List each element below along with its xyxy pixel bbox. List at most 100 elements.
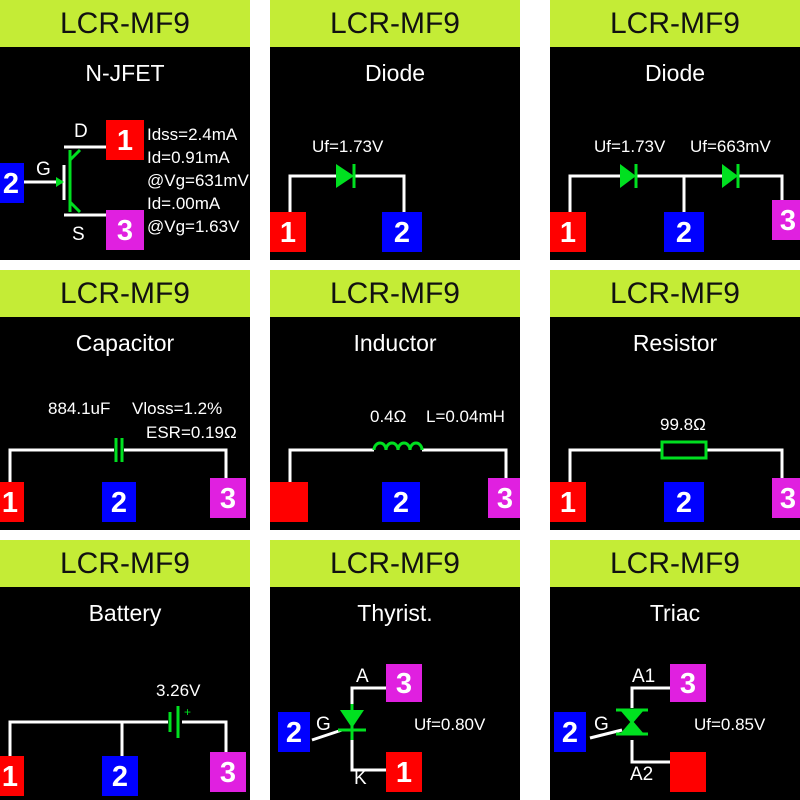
panel-thyristor: LCR-MF9 Thyrist. A G K Uf=0.80V 3 2 1 [270,540,520,800]
component-title: Thyrist. [357,600,433,626]
pin-1-box [550,482,586,522]
pin-2-box [0,163,24,203]
pin-1-label: 1 [117,125,133,157]
pin-3-label: 3 [117,215,133,247]
pin-2-box [554,712,586,752]
pin-3-box [210,478,246,518]
source-label: S [72,224,85,245]
pin-2-label: 2 [394,217,410,249]
inductor-resistance: 0.4Ω [370,407,406,426]
component-title: Diode [364,60,426,86]
resistor-symbol [660,440,708,460]
battery-voltage: 3.26V [156,681,201,700]
pin-1-label: 1 [396,757,412,789]
pin-1-label: 1 [280,217,296,249]
triac-symbol-up [620,710,644,724]
pin-3-label: 3 [497,483,513,515]
jfet-gate-arrow [56,177,64,187]
pin-1-box [670,752,706,792]
forward-voltage-2: Uf=663mV [690,137,771,156]
pin-2-box [382,212,422,252]
pin-1-label: 1 [2,487,18,519]
inductance-value: L=0.04mH [426,407,505,426]
panel-triac: LCR-MF9 Triac A1 G A2 Uf=0.85V 3 2 [550,540,800,800]
double-diode-diagram: Uf=1.73V Uf=663mV 1 2 3 [550,137,800,252]
component-title: Battery [88,600,162,626]
reading-idss: Idss=2.4mA [147,125,238,144]
battery-plus: + [184,705,191,719]
esr-value: ESR=0.19Ω [146,423,237,442]
panel-capacitor: LCR-MF9 Capacitor 884.1uF Vloss=1.2% ESR… [0,270,250,530]
component-title: Inductor [353,330,437,356]
triac-symbol-down [620,720,644,734]
panel-header: LCR-MF9 [0,540,250,587]
inductor-diagram: 0.4Ω L=0.04mH 2 3 [270,407,520,522]
pin-3-label: 3 [220,483,236,515]
drain-label: D [74,121,88,142]
panel-njfet: LCR-MF9 N-JFET 2 1 3 D G S Idss=2.4mA Id… [0,0,250,260]
pin-2-box [382,482,420,522]
pin-2-box [102,482,136,522]
reading-vg-2: @Vg=1.63V [147,217,240,236]
vloss-value: Vloss=1.2% [132,399,222,418]
pin-3-box [670,664,706,702]
pin-2-box [664,212,704,252]
pin-1-box [550,212,586,252]
component-title: N-JFET [85,60,165,86]
pin-3-label: 3 [780,483,796,515]
panel-header: LCR-MF9 [270,540,520,587]
panel-header: LCR-MF9 [0,0,250,47]
pin-2-box [102,756,138,796]
triac-diagram: A1 G A2 Uf=0.85V 3 2 [554,664,766,792]
battery-diagram: + 3.26V 1 2 3 [0,681,246,796]
panel-header: LCR-MF9 [550,0,800,47]
cathode-label: K [354,768,367,789]
pin-1-box [270,482,308,522]
diode-symbol-2 [722,164,738,188]
diode-symbol-1 [620,164,636,188]
diode-diagram: Uf=1.73V 1 2 [270,137,422,252]
pin-3-box [106,210,144,250]
pin-2-box [278,712,310,752]
inductor-coil [372,441,424,451]
panel-inductor: LCR-MF9 Inductor 0.4Ω L=0.04mH 2 3 [270,270,520,530]
pin-1-box [106,120,144,160]
gate-label: G [36,159,51,180]
njfet-diagram: 2 1 3 D G S Idss=2.4mA Id=0.91mA @Vg=631… [0,120,250,250]
panel-diode: LCR-MF9 Diode Uf=1.73V 1 2 [270,0,520,260]
pin-3-box [488,478,520,518]
reading-id-zero: Id=.00mA [147,194,221,213]
pin-2-label: 2 [112,761,128,793]
diode-symbol [336,164,354,188]
panel-header: LCR-MF9 [550,270,800,317]
anode-label: A [356,666,369,687]
panel-resistor: LCR-MF9 Resistor 99.8Ω 1 2 3 [550,270,800,530]
a1-label: A1 [632,666,655,687]
pin-2-label: 2 [393,487,409,519]
pin-3-box [772,200,800,240]
pin-1-box [270,212,306,252]
panel-header: LCR-MF9 [550,540,800,587]
component-title: Capacitor [75,330,175,356]
resistance-value: 99.8Ω [660,415,706,434]
capacitance-value: 884.1uF [48,399,110,418]
pin-1-label: 1 [560,487,576,519]
forward-voltage-1: Uf=1.73V [594,137,666,156]
panel-double-diode: LCR-MF9 Diode Uf=1.73V Uf=663mV 1 2 3 [550,0,800,260]
panel-battery: LCR-MF9 Battery + 3.26V 1 2 3 [0,540,250,800]
pin-2-label: 2 [286,717,302,749]
pin-1-box [0,482,24,522]
pin-3-box [772,478,800,518]
forward-voltage: Uf=0.80V [414,715,486,734]
panel-header: LCR-MF9 [0,270,250,317]
pin-1-label: 1 [560,217,576,249]
component-title: Triac [649,600,701,626]
pin-3-label: 3 [680,668,696,700]
gate-label: G [594,714,609,735]
panel-header: LCR-MF9 [270,0,520,47]
component-title: Resistor [632,330,718,356]
pin-3-label: 3 [220,757,236,789]
capacitor-diagram: 884.1uF Vloss=1.2% ESR=0.19Ω 1 2 3 [0,399,246,522]
reading-id: Id=0.91mA [147,148,230,167]
pin-3-label: 3 [780,205,796,237]
